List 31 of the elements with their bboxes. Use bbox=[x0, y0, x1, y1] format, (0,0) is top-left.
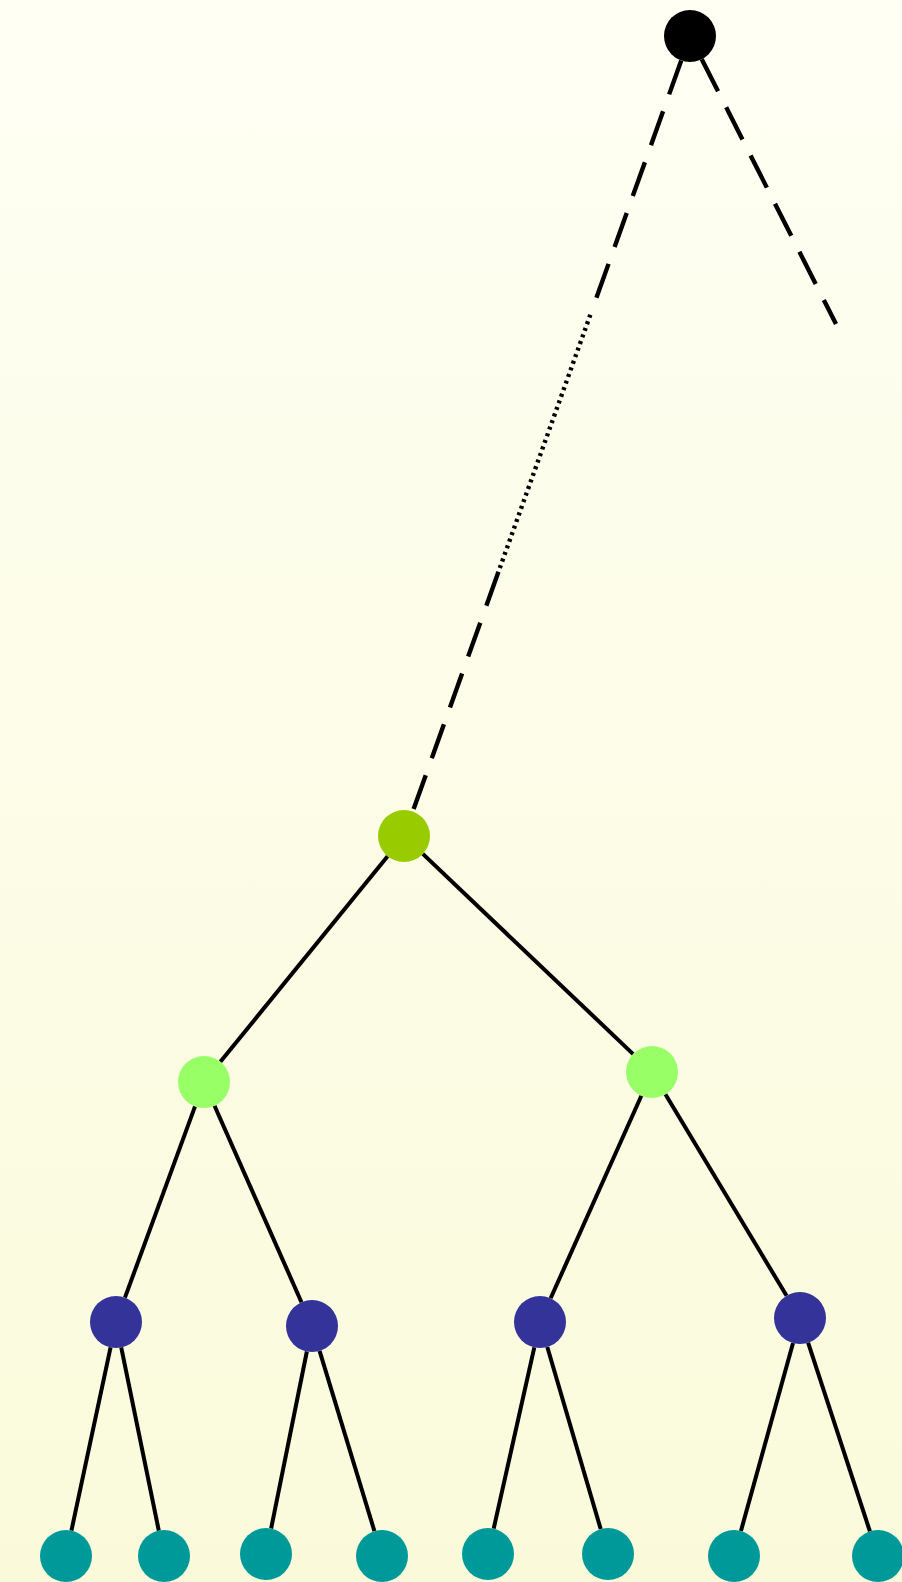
tree-node-circle bbox=[40, 1530, 92, 1582]
connector-line bbox=[806, 1342, 872, 1532]
tree-node-circle bbox=[90, 1296, 142, 1348]
connector-line bbox=[548, 1094, 644, 1300]
tree-node-circle bbox=[462, 1528, 514, 1580]
connector-line bbox=[317, 1350, 377, 1532]
connector-line bbox=[218, 854, 390, 1064]
tree-node-circle bbox=[178, 1056, 230, 1108]
tree-node-circle bbox=[852, 1530, 902, 1582]
tree-node-circle bbox=[378, 810, 430, 862]
connector-line bbox=[491, 1346, 537, 1530]
connector-line bbox=[410, 59, 684, 813]
tree-node-circle bbox=[286, 1300, 338, 1352]
connector-line bbox=[123, 1105, 197, 1299]
connector-line bbox=[545, 1346, 603, 1530]
connector-line bbox=[663, 1093, 789, 1297]
tree-node-circle bbox=[356, 1530, 408, 1582]
tree-node-circle bbox=[708, 1530, 760, 1582]
connector-line bbox=[421, 852, 635, 1056]
connector-line bbox=[119, 1347, 161, 1531]
tree-node-circle bbox=[514, 1296, 566, 1348]
connector-line bbox=[212, 1104, 304, 1304]
tree-node-circle bbox=[774, 1292, 826, 1344]
tree-node-circle bbox=[626, 1046, 678, 1098]
connector-line bbox=[699, 58, 838, 325]
tree-node-circle bbox=[138, 1530, 190, 1582]
tree-node-circle bbox=[664, 10, 716, 62]
connector-line bbox=[69, 1347, 113, 1531]
tree-node-circle bbox=[240, 1528, 292, 1580]
connector-line bbox=[739, 1342, 795, 1532]
tree-node-circle bbox=[582, 1528, 634, 1580]
